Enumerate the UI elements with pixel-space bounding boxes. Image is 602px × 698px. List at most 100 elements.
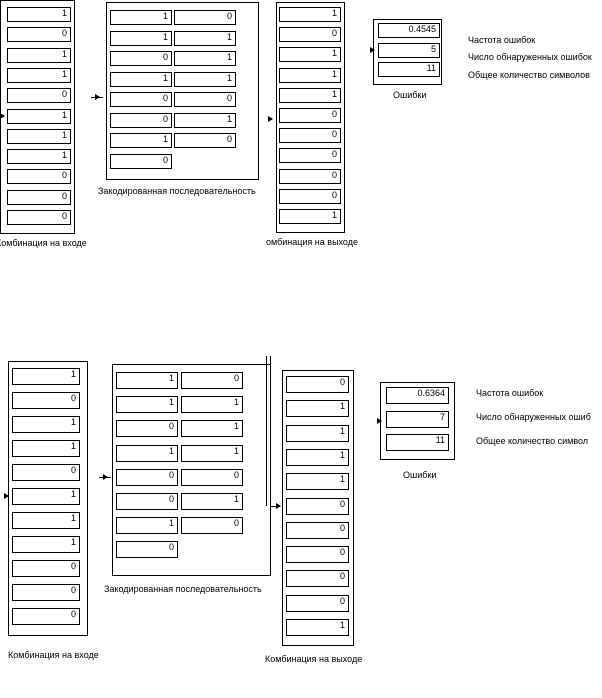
top-input-cell: 0 — [7, 88, 71, 103]
bottom-input-cell: 1 — [12, 536, 80, 553]
bottom-input-label: Комбинация на входе — [8, 650, 99, 660]
bottom-encoded-cell: 0 — [116, 541, 178, 558]
top-encoded-cell: 1 — [110, 72, 172, 87]
bottom-errors-cell: 7 — [386, 411, 449, 428]
bottom-encoded-cell: 1 — [116, 372, 178, 389]
bottom-encoded-cell: 0 — [116, 493, 178, 510]
top-encoded-cell: 0 — [174, 92, 236, 107]
top-encoded-cell: 0 — [110, 51, 172, 66]
top-input-cell: 1 — [7, 109, 71, 124]
top-output-cell: 1 — [279, 47, 341, 62]
bottom-port-arrow-icon — [377, 418, 382, 424]
bottom-errors-description: Частота ошибок — [476, 388, 544, 398]
top-signal-line — [91, 97, 103, 98]
top-encoded-cell: 1 — [174, 113, 236, 128]
top-input-cell: 1 — [7, 7, 71, 22]
bottom-port-arrow-icon — [4, 493, 9, 499]
top-output-cell: 0 — [279, 27, 341, 42]
top-output-cell: 1 — [279, 209, 341, 224]
bottom-encoded-cell: 1 — [116, 396, 178, 413]
top-output-cell: 1 — [279, 88, 341, 103]
bottom-errors-description: Число обнаруженных ошиб — [476, 412, 591, 422]
bottom-errors-label: Ошибки — [403, 470, 437, 480]
bottom-input-cell: 0 — [12, 392, 80, 409]
bottom-encoded-cell: 1 — [116, 445, 178, 462]
top-input-cell: 1 — [7, 68, 71, 83]
bottom-output-label: Комбинация на выходе — [265, 654, 363, 664]
top-input-cell: 0 — [7, 190, 71, 205]
top-output-label: омбинация на выходе — [266, 237, 358, 247]
bottom-encoded-cell: 1 — [181, 493, 243, 510]
top-input-label: Комбинация на входе — [0, 238, 87, 248]
bottom-encoded-cell: 0 — [181, 372, 243, 389]
top-output-cell: 1 — [279, 7, 341, 22]
top-errors-cell: 0.4545 — [378, 23, 440, 38]
bottom-encoded-cell: 1 — [181, 420, 243, 437]
top-output-cell: 1 — [279, 68, 341, 83]
top-encoded-cell: 0 — [110, 113, 172, 128]
bottom-signal-line — [266, 356, 267, 506]
bottom-errors-cell: 0.6364 — [386, 387, 449, 404]
bottom-encoded-cell: 0 — [181, 469, 243, 486]
bottom-output-cell: 0 — [286, 376, 349, 393]
bottom-input-cell: 0 — [12, 608, 80, 625]
top-output-cell: 0 — [279, 108, 341, 123]
top-errors-description: Число обнаруженных ошибок — [468, 52, 592, 62]
bottom-input-cell: 1 — [12, 440, 80, 457]
top-errors-description: Общее количество символов — [468, 70, 590, 80]
top-encoded-label: Закодированная последовательность — [98, 186, 256, 196]
top-errors-description: Частота ошибок — [468, 35, 536, 45]
bottom-output-cell: 1 — [286, 473, 349, 490]
top-input-cell: 0 — [7, 27, 71, 42]
bottom-output-cell: 0 — [286, 595, 349, 612]
top-output-cell: 0 — [279, 148, 341, 163]
top-output-cell: 0 — [279, 128, 341, 143]
bottom-output-cell: 1 — [286, 449, 349, 466]
bottom-input-cell: 0 — [12, 584, 80, 601]
bottom-encoded-cell: 1 — [116, 517, 178, 534]
top-input-cell: 0 — [7, 210, 71, 225]
bottom-encoded-cell: 0 — [116, 469, 178, 486]
top-encoded-cell: 1 — [174, 72, 236, 87]
top-output-cell: 0 — [279, 169, 341, 184]
top-port-arrow-icon — [268, 116, 273, 122]
bottom-signal-line — [99, 477, 111, 478]
bottom-signal-line — [270, 506, 280, 507]
bottom-encoded-cell: 1 — [181, 445, 243, 462]
top-output-cell: 0 — [279, 189, 341, 204]
bottom-input-cell: 0 — [12, 560, 80, 577]
top-errors-cell: 11 — [378, 62, 440, 77]
bottom-input-cell: 1 — [12, 416, 80, 433]
bottom-errors-description: Общее количество символ — [476, 436, 589, 446]
bottom-errors-cell: 11 — [386, 434, 449, 451]
top-errors-cell: 5 — [378, 43, 440, 58]
bottom-encoded-cell: 1 — [181, 396, 243, 413]
top-input-cell: 1 — [7, 149, 71, 164]
top-port-arrow-icon — [370, 47, 375, 53]
top-port-arrow-icon — [0, 113, 5, 119]
top-encoded-cell: 1 — [110, 31, 172, 46]
bottom-output-cell: 0 — [286, 522, 349, 539]
bottom-output-cell: 0 — [286, 498, 349, 515]
top-encoded-cell: 0 — [110, 154, 172, 169]
bottom-output-cell: 1 — [286, 400, 349, 417]
bottom-encoded-cell: 0 — [116, 420, 178, 437]
bottom-output-cell: 0 — [286, 570, 349, 587]
top-encoded-cell: 0 — [174, 10, 236, 25]
top-input-cell: 1 — [7, 129, 71, 144]
top-encoded-cell: 0 — [110, 92, 172, 107]
top-encoded-cell: 1 — [174, 31, 236, 46]
top-input-cell: 1 — [7, 48, 71, 63]
bottom-signal-line — [270, 356, 271, 506]
top-encoded-cell: 1 — [110, 10, 172, 25]
bottom-output-cell: 1 — [286, 619, 349, 636]
bottom-encoded-label: Закодированная последовательность — [104, 584, 262, 594]
bottom-output-cell: 0 — [286, 546, 349, 563]
top-input-cell: 0 — [7, 169, 71, 184]
bottom-input-cell: 1 — [12, 368, 80, 385]
bottom-input-cell: 1 — [12, 488, 80, 505]
bottom-output-cell: 1 — [286, 425, 349, 442]
bottom-input-cell: 1 — [12, 512, 80, 529]
top-encoded-cell: 0 — [174, 133, 236, 148]
top-errors-label: Ошибки — [393, 90, 427, 100]
